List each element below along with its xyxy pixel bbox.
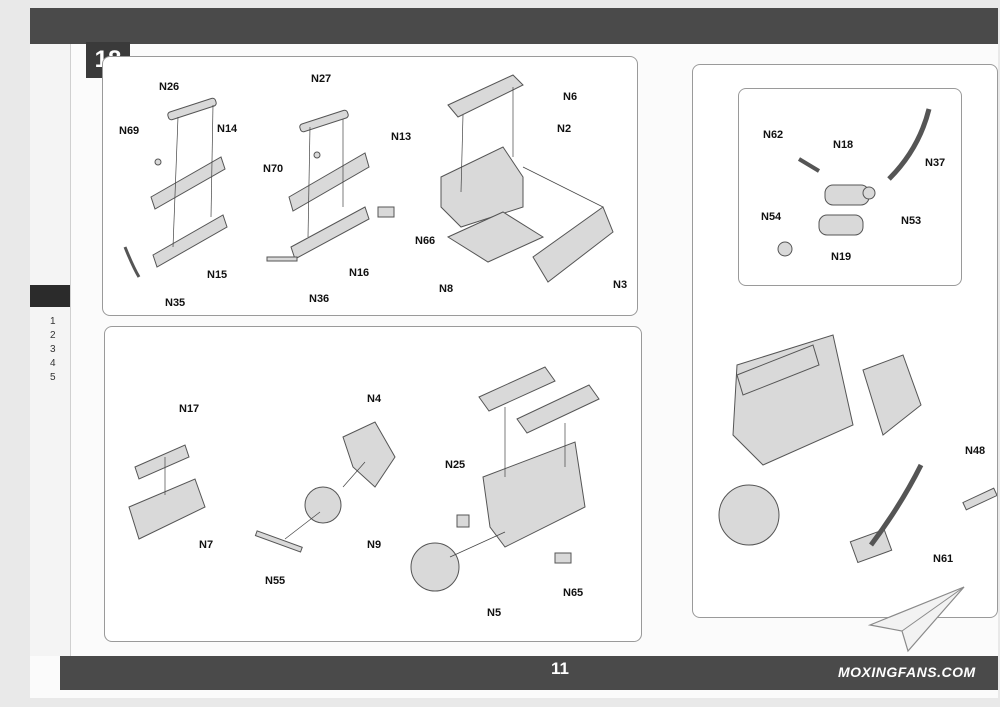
part-n26 <box>167 97 217 121</box>
label-n9: N9 <box>367 539 382 551</box>
label-n48: N48 <box>965 445 986 457</box>
part-n37 <box>887 108 932 181</box>
list-number: 4 <box>50 358 56 369</box>
part-n13 <box>288 152 370 212</box>
label-n13: N13 <box>391 131 412 143</box>
label-n55: N55 <box>265 575 286 587</box>
assembled-engine-diagram <box>718 334 997 564</box>
label-n53: N53 <box>901 215 922 227</box>
label-n25: N25 <box>445 459 466 471</box>
list-number: 1 <box>50 316 56 327</box>
part-n62 <box>797 157 821 173</box>
label-n3: N3 <box>613 279 628 291</box>
bottom-footer-bar <box>60 656 998 690</box>
part-n5 <box>410 542 460 592</box>
label-n61: N61 <box>933 553 954 565</box>
label-n19: N19 <box>831 251 852 263</box>
label-n36: N36 <box>309 293 330 305</box>
part-n4 <box>342 421 396 488</box>
panel-bottom-left: N17 N4 N25 N7 N9 N55 N5 N65 <box>104 326 642 642</box>
cylinder-head-top <box>736 344 820 396</box>
part-n65 <box>554 552 572 564</box>
list-number: 3 <box>50 344 56 355</box>
part-n35 <box>123 246 141 278</box>
label-n15: N15 <box>207 269 228 281</box>
label-n18: N18 <box>833 139 854 151</box>
label-n8: N8 <box>439 283 454 295</box>
engine-block <box>482 441 586 548</box>
part-n2 <box>440 146 524 228</box>
part-n16 <box>290 206 370 260</box>
label-n16: N16 <box>349 267 370 279</box>
label-n5: N5 <box>487 607 502 619</box>
top-header-bar <box>30 8 998 44</box>
part-n17 <box>134 444 190 480</box>
part-n9 <box>304 486 342 524</box>
parts-diagram-top-right <box>777 108 932 257</box>
label-n66: N66 <box>415 235 436 247</box>
part-n15 <box>152 214 228 268</box>
part-n14 <box>150 156 226 210</box>
label-n6: N6 <box>563 91 578 103</box>
previous-page-edge: 1 2 3 4 5 <box>30 44 71 656</box>
section-marker <box>30 285 70 307</box>
pulley <box>718 484 780 546</box>
label-n69: N69 <box>119 125 140 137</box>
panel-top-right: N62 N18 N37 N54 N53 N19 <box>738 88 962 286</box>
part-n48 <box>962 487 997 511</box>
label-n26: N26 <box>159 81 180 93</box>
part-n70 <box>313 151 321 159</box>
label-n54: N54 <box>761 211 782 223</box>
cylinder-head-right <box>516 384 600 434</box>
label-n62: N62 <box>763 129 784 141</box>
list-number: 5 <box>50 372 56 383</box>
part-n54 <box>777 241 793 257</box>
part-n7 <box>128 478 206 540</box>
panel-top-left: N26 N27 N6 N69 N14 N13 N2 N70 N66 N15 N1… <box>102 56 638 316</box>
part-n53 <box>862 186 876 200</box>
part-n18 <box>824 184 870 206</box>
label-n70: N70 <box>263 163 284 175</box>
label-n7: N7 <box>199 539 214 551</box>
part-n69 <box>154 158 162 166</box>
part-n3 <box>532 206 614 283</box>
label-n65: N65 <box>563 587 584 599</box>
paper-plane-logo <box>868 586 965 653</box>
label-n37: N37 <box>925 157 946 169</box>
part-n19 <box>818 214 864 236</box>
part-n8 <box>446 211 545 263</box>
part-n36 <box>266 256 298 262</box>
part-n25 <box>456 514 470 528</box>
part-n6 <box>447 74 524 118</box>
label-n2: N2 <box>557 123 572 135</box>
label-n27: N27 <box>311 73 332 85</box>
parts-diagram-top-left <box>123 74 614 283</box>
exhaust-pipe <box>868 463 924 547</box>
exhaust-canister <box>849 528 893 564</box>
part-n27 <box>299 109 349 133</box>
label-n4: N4 <box>367 393 382 405</box>
list-number: 2 <box>50 330 56 341</box>
watermark-text: MOXINGFANS.COM <box>838 664 976 680</box>
label-n14: N14 <box>217 123 238 135</box>
part-n66 <box>377 206 395 218</box>
cylinder-head-left <box>478 366 556 412</box>
label-n35: N35 <box>165 297 186 309</box>
label-n17: N17 <box>179 403 200 415</box>
part-n55 <box>254 530 303 553</box>
page-number: 11 <box>551 659 569 678</box>
parts-diagram-bottom-left <box>128 366 600 592</box>
timing-cover <box>862 354 922 436</box>
